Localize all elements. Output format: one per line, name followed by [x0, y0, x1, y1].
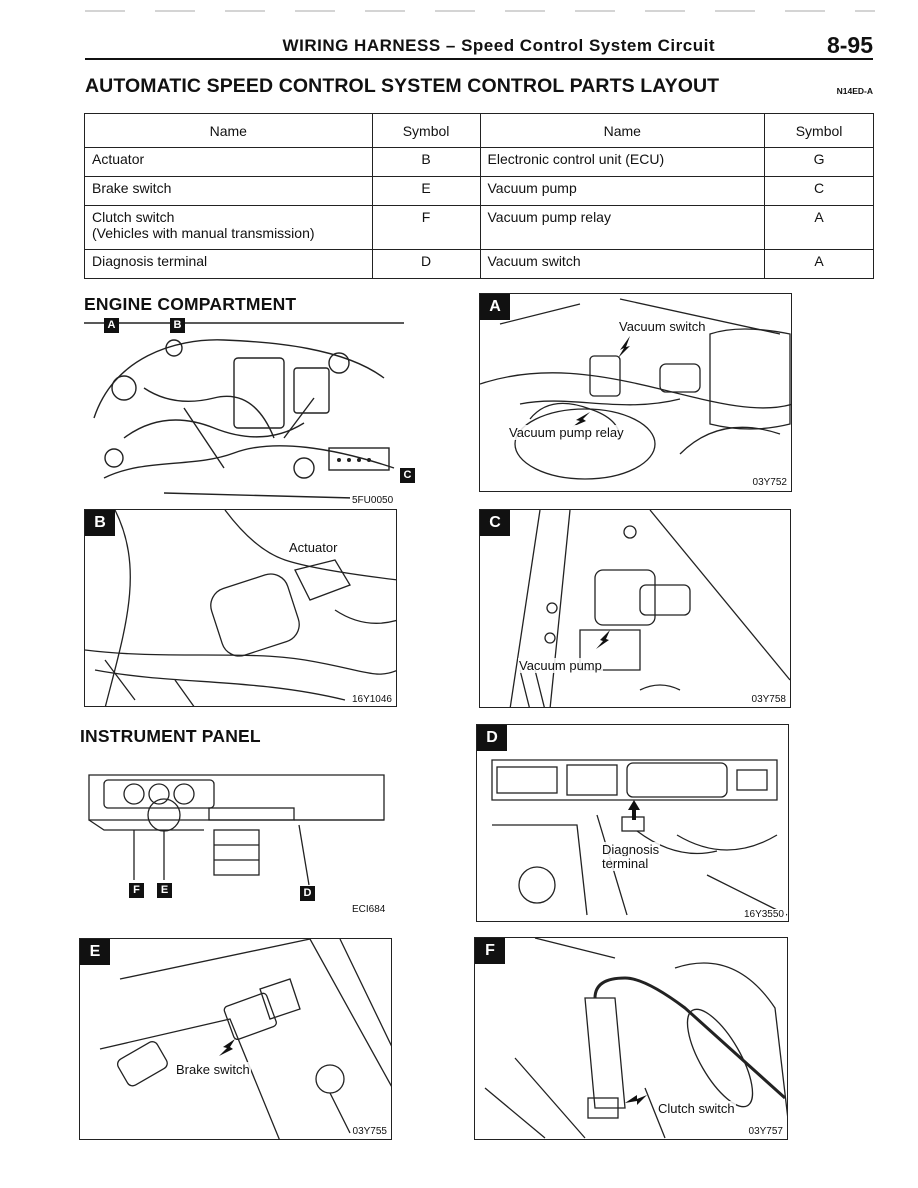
part-name: Vacuum pump — [479, 176, 766, 206]
page-number: 8-95 — [826, 32, 873, 58]
panel-d-fig-id: 16Y3550 — [741, 909, 786, 920]
panel-d: D Diagnosis terminal 16Y3550 — [476, 724, 789, 922]
engine-fig-id: 5FU0050 — [350, 495, 396, 506]
section-code: N14ED-A — [836, 86, 873, 96]
panel-b: B Actuator 16Y1046 — [84, 509, 397, 707]
engine-compartment-heading: ENGINE COMPARTMENT — [84, 294, 297, 314]
part-symbol: C — [764, 176, 874, 206]
diagnosis-terminal-drawing — [491, 759, 788, 916]
panel-f: F Clutch switch 03Y757 — [474, 937, 788, 1140]
table-row: Diagnosis terminal D Vacuum switch A — [84, 249, 874, 279]
vacuum-switch-label: Vacuum switch — [618, 319, 707, 334]
actuator-drawing — [85, 510, 396, 706]
panel-b-tag: B — [85, 510, 115, 536]
part-symbol: G — [764, 147, 874, 177]
scan-top-rule — [85, 10, 875, 12]
part-name: Vacuum switch — [479, 249, 766, 279]
part-name-main: Clutch switch — [92, 209, 175, 225]
part-name: Brake switch — [84, 176, 373, 206]
dash-tag-d: D — [300, 886, 315, 901]
header-title: WIRING HARNESS – Speed Control System Ci… — [282, 36, 715, 55]
brake-switch-label: Brake switch — [175, 1062, 251, 1077]
clutch-switch-drawing — [484, 938, 787, 1139]
part-name: Clutch switch (Vehicles with manual tran… — [84, 205, 373, 250]
table-row: Actuator B Electronic control unit (ECU)… — [84, 147, 874, 177]
panel-d-tag: D — [477, 725, 507, 751]
table-row: Clutch switch (Vehicles with manual tran… — [84, 205, 874, 250]
parts-table: Name Symbol Name Symbol Actuator B Elect… — [84, 113, 874, 279]
panel-c-tag: C — [480, 510, 510, 536]
instrument-panel-heading: INSTRUMENT PANEL — [80, 726, 261, 746]
section-title: AUTOMATIC SPEED CONTROL SYSTEM CONTROL P… — [85, 75, 720, 97]
panel-b-fig-id: 16Y1046 — [349, 694, 394, 705]
vacuum-pump-label: Vacuum pump — [518, 658, 603, 673]
engine-tag-a: A — [104, 318, 119, 333]
diagnosis-label-line2: terminal — [601, 856, 650, 871]
table-header-name: Name — [479, 113, 766, 148]
part-name: Actuator — [84, 147, 373, 177]
panel-a-tag: A — [480, 294, 510, 320]
panel-c-fig-id: 03Y758 — [749, 694, 788, 705]
part-name: Vacuum pump relay — [479, 205, 766, 250]
dashboard-drawing — [88, 774, 385, 886]
engine-drawing — [84, 322, 404, 499]
table-header-name: Name — [84, 113, 373, 148]
panel-f-tag: F — [475, 938, 505, 964]
panel-c: C Vacuum pump 03Y758 — [479, 509, 791, 708]
panel-f-fig-id: 03Y757 — [746, 1126, 785, 1137]
table-header-row: Name Symbol Name Symbol — [84, 113, 874, 148]
part-symbol: A — [764, 249, 874, 279]
diagnosis-label-line1: Diagnosis — [601, 842, 661, 857]
instrument-panel-illustration: F E D ECI684 — [84, 770, 394, 920]
table-header-symbol: Symbol — [371, 113, 481, 148]
panel-e-fig-id: 03Y755 — [350, 1126, 389, 1137]
brake-switch-drawing — [99, 939, 391, 1139]
panel-e-tag: E — [80, 939, 110, 965]
panel-e: E Brake switch 03Y755 — [79, 938, 392, 1140]
dash-tag-f: F — [129, 883, 144, 898]
vacuum-pump-relay-label: Vacuum pump relay — [508, 425, 625, 440]
part-name: Diagnosis terminal — [84, 249, 373, 279]
clutch-switch-label: Clutch switch — [657, 1101, 736, 1116]
actuator-label: Actuator — [288, 540, 339, 555]
engine-compartment-illustration: A B C 5FU0050 — [84, 318, 415, 508]
dash-tag-e: E — [157, 883, 172, 898]
page-header: WIRING HARNESS – Speed Control System Ci… — [85, 32, 873, 60]
part-symbol: F — [371, 205, 481, 250]
part-name-note: (Vehicles with manual transmission) — [92, 225, 315, 241]
part-name: Electronic control unit (ECU) — [479, 147, 766, 177]
table-header-symbol: Symbol — [764, 113, 874, 148]
panel-a-fig-id: 03Y752 — [750, 477, 789, 488]
part-symbol: D — [371, 249, 481, 279]
engine-tag-b: B — [170, 318, 185, 333]
part-symbol: E — [371, 176, 481, 206]
part-symbol: A — [764, 205, 874, 250]
table-row: Brake switch E Vacuum pump C — [84, 176, 874, 206]
dash-fig-id: ECI684 — [350, 904, 388, 915]
engine-tag-c: C — [400, 468, 415, 483]
panel-a: A Vacuum switch Vacuum pump relay 03Y752 — [479, 293, 792, 492]
part-symbol: B — [371, 147, 481, 177]
vacuum-pump-drawing — [509, 510, 790, 707]
